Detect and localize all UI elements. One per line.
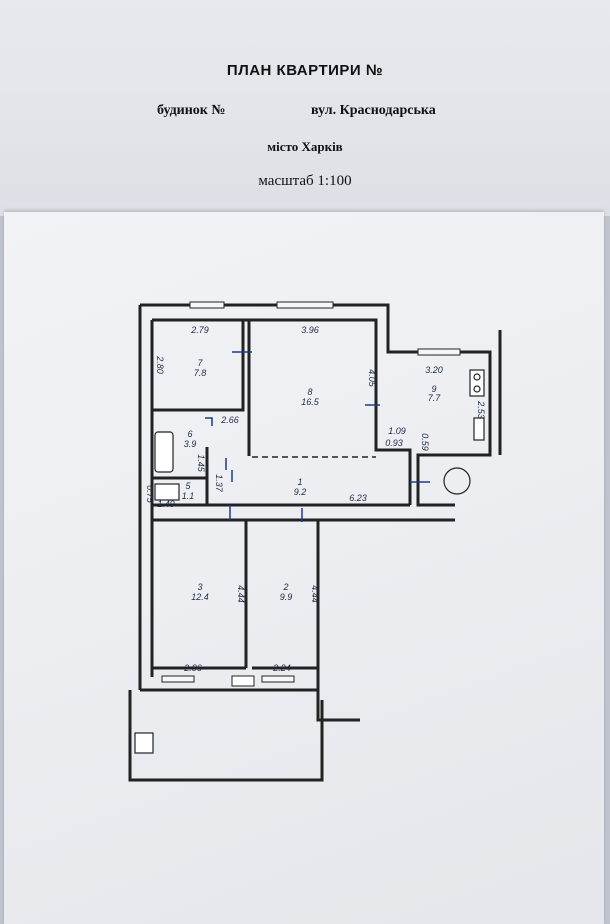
header-sheet <box>0 0 610 216</box>
room-1-width: 6.23 <box>349 493 367 503</box>
scale-label: масштаб 1:100 <box>258 173 352 189</box>
room-1-depth: 1.37 <box>214 474 224 493</box>
room-2-depth: 4.44 <box>310 585 320 603</box>
room-9-depth: 2.53 <box>476 400 486 419</box>
room-8-number: 8 <box>307 387 312 397</box>
room-3-depth: 4.44 <box>236 585 246 603</box>
room-8-depth: 4.05 <box>367 369 377 388</box>
room-9-number: 9 <box>431 384 436 394</box>
radiators <box>205 351 430 522</box>
room-5-area: 1.1 <box>182 491 195 501</box>
walls <box>128 303 502 782</box>
room-7-area: 7.8 <box>194 368 207 378</box>
room-2-area: 9.9 <box>280 592 293 602</box>
room-5-depth: 0.75 <box>145 485 155 504</box>
room-2-number: 2 <box>282 582 288 592</box>
plan-sheet <box>4 212 604 924</box>
city-label: місто Харків <box>267 139 343 154</box>
room-1-number: 1 <box>297 477 302 487</box>
room-3-area: 12.4 <box>191 592 209 602</box>
room-6-area: 3.9 <box>184 439 197 449</box>
room-3-number: 3 <box>197 582 202 592</box>
room-3-width: 2.86 <box>183 663 202 673</box>
dim-0-93: 0.93 <box>385 438 403 448</box>
room-7-depth: 2.80 <box>155 355 165 374</box>
dim-1-09: 1.09 <box>388 426 406 436</box>
plan-title: ПЛАН КВАРТИРИ № <box>226 62 384 79</box>
room-5-width: 1.49 <box>157 499 175 509</box>
house-label: будинок № <box>157 103 226 118</box>
fixtures <box>134 369 485 754</box>
room-7-number: 7 <box>197 358 203 368</box>
room-2-width: 2.24 <box>272 663 291 673</box>
room-6-depth: 1.45 <box>196 454 206 473</box>
room-8-width: 3.96 <box>301 325 319 335</box>
room-5-number: 5 <box>185 481 191 491</box>
room-6-width: 2.66 <box>220 415 239 425</box>
street-label: вул. Краснодарська <box>311 103 436 118</box>
room-9-area: 7.7 <box>428 393 442 403</box>
room-1-area: 9.2 <box>294 487 307 497</box>
room-9-width: 3.20 <box>425 365 443 375</box>
dim-0-59: 0.59 <box>420 433 430 451</box>
room-8-area: 16.5 <box>301 397 320 407</box>
room-6-number: 6 <box>187 429 192 439</box>
room-7-width: 2.79 <box>190 325 209 335</box>
windows <box>161 301 461 687</box>
